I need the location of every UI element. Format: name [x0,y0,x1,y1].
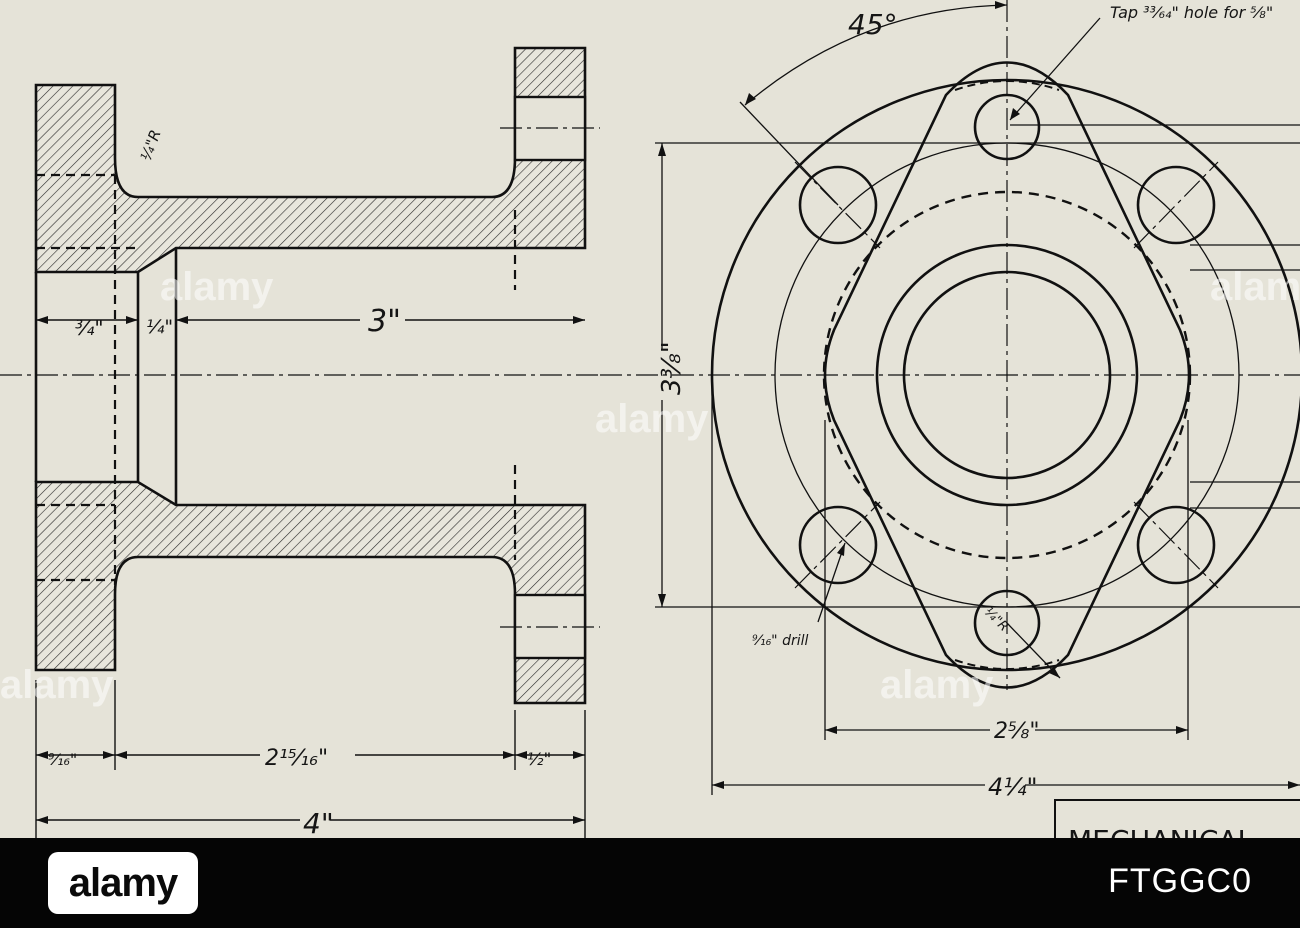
bolt-spacing-label: 2⅝" [994,719,1039,744]
fillet-radius-label: ¼"R [137,127,165,163]
watermark-5: alamy [1210,265,1300,309]
overall-length-label: 4" [303,807,334,838]
watermarks: alamy alamy alamy alamy alamy [0,265,1300,707]
title-block-label: MECHANICAL [1068,824,1254,838]
end-view-centerlines [600,0,1300,690]
right-flange-label: ½" [527,750,551,770]
footer-bar: alamy FTGGC0 [0,838,1300,928]
section-arrowheads [36,316,585,824]
image-id: FTGGC0 [1108,862,1252,900]
section-centerlines [0,127,600,628]
upper-section [34,46,587,274]
chamfer-label: ¼" [146,316,173,338]
end-view-labels: 45° Tap ³³⁄₆₄" hole for ⅝" 3⅜" ⁹⁄₁₆" dri… [657,3,1273,801]
mechanical-drawing: ¼"R ¾" ¼" 3" ⁹⁄₁₆" 2¹⁵⁄₁₆" ½" 4" [0,0,1300,838]
diamond-lug [823,61,1191,689]
drill-note-label: ⁹⁄₁₆" drill [752,633,808,649]
section-view [34,46,587,705]
alamy-logo: alamy [48,852,198,914]
bolt-circle-height-label: 3⅜" [657,341,687,395]
end-view-arrowheads [658,1,1300,789]
flange-diameter-label: 4¼" [988,773,1038,801]
watermark-1: alamy [160,265,274,309]
end-view [600,0,1300,795]
angle-label: 45° [848,8,898,41]
section-labels: ¼"R ¾" ¼" 3" ⁹⁄₁₆" 2¹⁵⁄₁₆" ½" 4" [48,127,551,838]
left-flange-label: ⁹⁄₁₆" [48,750,77,769]
title-block: MECHANICAL [1054,799,1300,838]
hidden-lines [36,173,517,585]
tap-note-label: Tap ³³⁄₆₄" hole for ⅝" [1110,3,1273,22]
hub-length-label: 2¹⁵⁄₁₆" [265,746,328,771]
bore-length-label: 3" [368,304,401,339]
section-dimension-lines [35,319,586,838]
watermark-2: alamy [595,397,709,441]
lower-section [34,480,587,705]
watermark-4: alamy [880,663,994,707]
drawing-sheet: ¼"R ¾" ¼" 3" ⁹⁄₁₆" 2¹⁵⁄₁₆" ½" 4" [0,0,1300,838]
end-view-dimension-lines [655,4,1300,795]
bore-outline [34,248,178,505]
watermark-3: alamy [0,663,114,707]
bore-left-label: ¾" [75,316,104,340]
